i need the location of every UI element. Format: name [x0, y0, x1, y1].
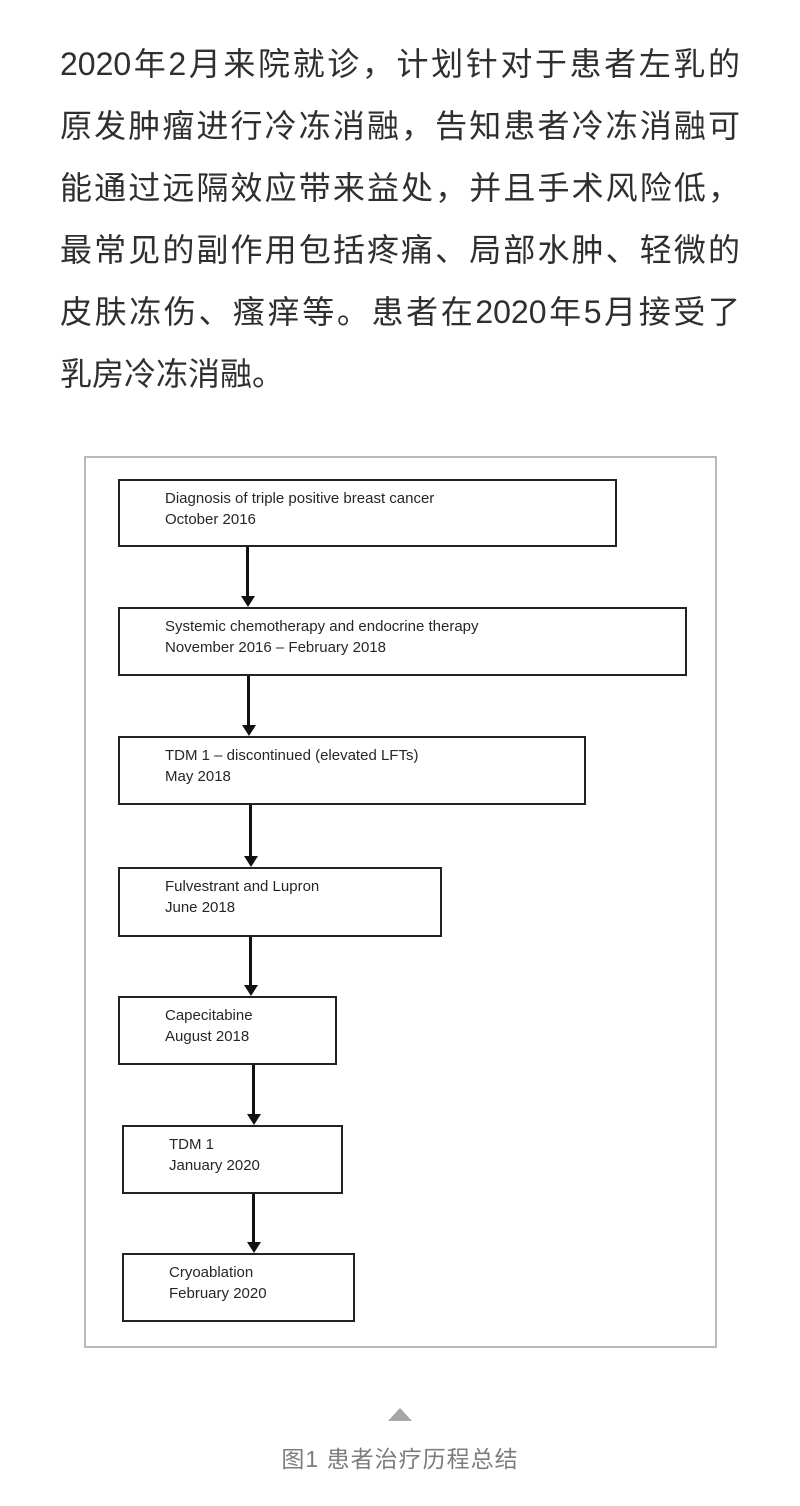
flow-node-diagnosis: Diagnosis of triple positive breast canc… — [118, 479, 617, 547]
flow-node-cryoablation: Cryoablation February 2020 — [122, 1253, 355, 1322]
flow-node-fulvestrant-lupron: Fulvestrant and Lupron June 2018 — [118, 867, 442, 937]
flow-node-tdm1-discontinued: TDM 1 – discontinued (elevated LFTs) May… — [118, 736, 586, 805]
paragraph-line: 原发肿瘤进行冷冻消融，告知患者冷冻消融可 — [60, 108, 740, 144]
node-date: October 2016 — [165, 511, 256, 528]
flow-node-tdm1: TDM 1 January 2020 — [122, 1125, 343, 1194]
arrow-down-connector — [240, 547, 255, 607]
figure-caption: 图1 患者治疗历程总结 — [281, 1446, 519, 1472]
node-date: August 2018 — [165, 1028, 250, 1045]
node-date: February 2020 — [169, 1285, 267, 1302]
node-title: Fulvestrant and Lupron — [165, 878, 320, 895]
treatment-timeline-figure: Diagnosis of triple positive breast canc… — [84, 456, 717, 1348]
node-title: Capecitabine — [165, 1007, 253, 1024]
paragraph-line: 2020年2月来院就诊，计划针对于患者左乳的 — [60, 46, 740, 82]
case-description-paragraph: 2020年2月来院就诊，计划针对于患者左乳的 原发肿瘤进行冷冻消融，告知患者冷冻… — [60, 33, 740, 405]
node-title: TDM 1 — [169, 1136, 214, 1153]
paragraph-line: 最常见的副作用包括疼痛、局部水肿、轻微的 — [60, 232, 740, 268]
up-triangle-icon — [388, 1408, 412, 1421]
node-title: Cryoablation — [169, 1264, 254, 1281]
node-date: June 2018 — [165, 899, 236, 916]
flow-node-chemotherapy: Systemic chemotherapy and endocrine ther… — [118, 607, 687, 676]
arrow-down-connector — [243, 805, 258, 867]
node-title: Diagnosis of triple positive breast canc… — [165, 490, 435, 507]
node-date: November 2016 – February 2018 — [165, 639, 386, 656]
arrow-down-connector — [243, 937, 258, 996]
paragraph-line: 能通过远隔效应带来益处，并且手术风险低， — [60, 170, 740, 206]
flow-node-capecitabine: Capecitabine August 2018 — [118, 996, 337, 1065]
node-title: Systemic chemotherapy and endocrine ther… — [165, 618, 479, 635]
arrow-down-connector — [246, 1065, 261, 1125]
arrow-down-connector — [246, 1194, 261, 1253]
node-date: January 2020 — [169, 1157, 260, 1174]
node-title: TDM 1 – discontinued (elevated LFTs) — [165, 747, 419, 764]
paragraph-line: 乳房冷冻消融。 — [60, 356, 285, 392]
node-date: May 2018 — [165, 768, 231, 785]
paragraph-line: 皮肤冻伤、瘙痒等。患者在2020年5月接受了 — [60, 294, 740, 330]
arrow-down-connector — [241, 676, 256, 736]
